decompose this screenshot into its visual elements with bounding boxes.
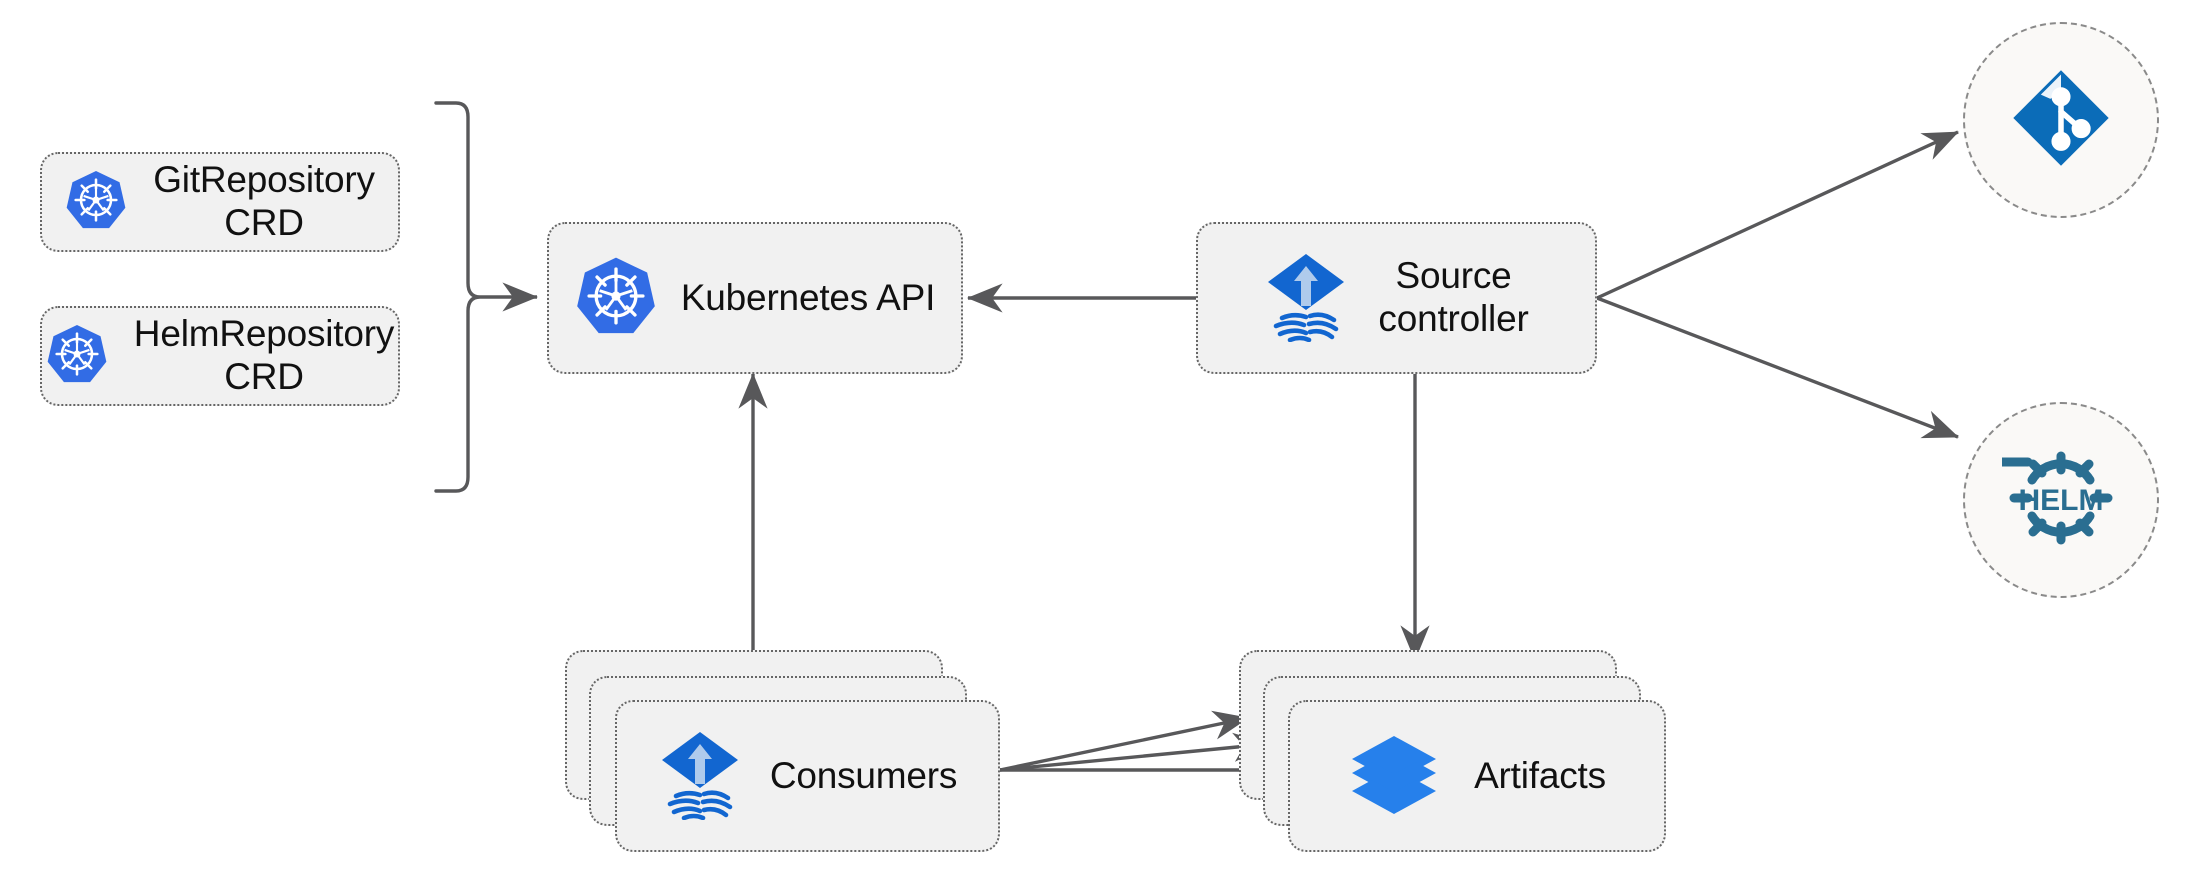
wire-consumers-to-artifacts-2 <box>999 732 1270 772</box>
wire-source-controller-to-helm <box>1596 296 1959 439</box>
kubernetes-icon <box>575 255 657 342</box>
node-kubernetes-api[interactable]: Kubernetes API <box>547 222 963 374</box>
node-consumers[interactable]: Consumers <box>615 700 1000 852</box>
node-artifacts[interactable]: Artifacts <box>1288 700 1666 852</box>
helm-wordmark: HELM <box>2019 484 2104 517</box>
node-source-controller[interactable]: Source controller <box>1196 222 1597 374</box>
node-label: Source controller <box>1378 255 1529 339</box>
node-label: Kubernetes API <box>680 276 936 318</box>
node-label: Consumers <box>769 754 958 796</box>
kubernetes-icon <box>65 169 127 236</box>
git-icon <box>2008 65 2114 176</box>
layers-icon <box>1348 728 1440 825</box>
node-helmrepository-crd[interactable]: HelmRepository CRD <box>40 306 400 406</box>
node-label: GitRepository CRD <box>153 159 375 243</box>
flux-source-controller-icon <box>658 728 742 825</box>
kubernetes-icon <box>46 323 108 390</box>
node-label: HelmRepository CRD <box>133 313 395 397</box>
crd-group-bracket <box>434 101 481 493</box>
node-gitrepository-crd[interactable]: GitRepository CRD <box>40 152 400 252</box>
node-label: Artifacts <box>1474 754 1606 796</box>
wire-consumers-to-artifacts-1 <box>999 710 1249 772</box>
helm-icon: HELM <box>1997 442 2120 559</box>
node-git-provider[interactable] <box>1963 22 2159 218</box>
flux-source-controller-icon <box>1264 250 1348 347</box>
wire-source-controller-to-git <box>1596 130 1959 300</box>
node-helm-provider[interactable]: HELM <box>1963 402 2159 598</box>
